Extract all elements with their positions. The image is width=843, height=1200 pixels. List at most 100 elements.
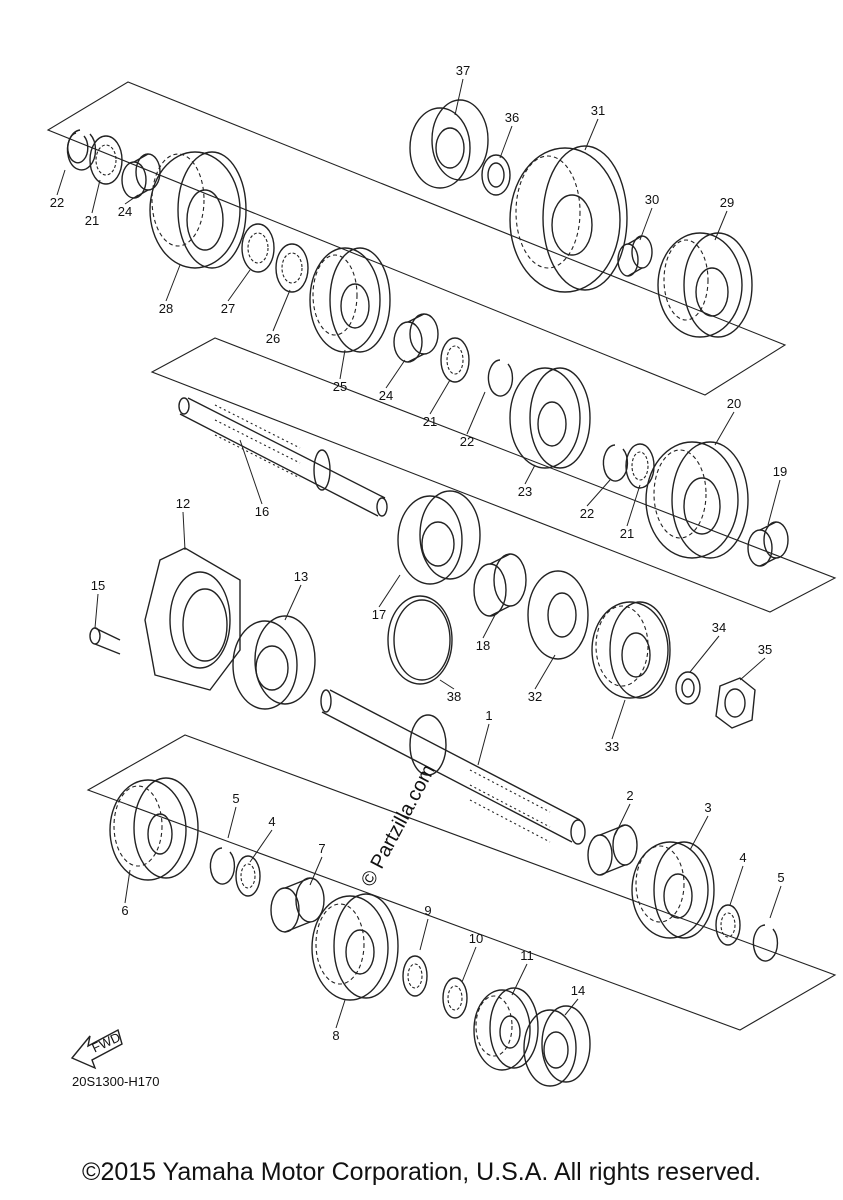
callout-leader xyxy=(714,411,735,446)
callout-number: 5 xyxy=(232,791,239,806)
part-35-nut xyxy=(715,677,756,729)
part-36-washer xyxy=(481,154,511,196)
middle-plate-outline xyxy=(150,337,837,613)
callout-number: 32 xyxy=(528,689,542,704)
callout-number: 13 xyxy=(294,569,308,584)
callout-number: 14 xyxy=(571,983,585,998)
callout-number: 3 xyxy=(704,800,711,815)
callout-leader xyxy=(466,391,486,435)
callout-leader xyxy=(729,865,744,906)
callout-leader xyxy=(182,511,186,551)
callout-leader xyxy=(91,179,101,214)
callout-number: 28 xyxy=(159,301,173,316)
callout-leader xyxy=(739,657,766,681)
callout-leader xyxy=(499,125,513,159)
part-12-bearing-housing xyxy=(144,547,241,691)
callout-leader xyxy=(419,918,429,951)
callout-leader xyxy=(482,614,496,639)
callout-leader xyxy=(611,699,626,740)
part-10-washer xyxy=(442,977,468,1019)
part-8-gear xyxy=(311,893,399,1001)
part-9-washer xyxy=(402,955,428,997)
part-1-drive-axle xyxy=(320,689,586,845)
drawing-code: 20S1300-H170 xyxy=(72,1074,160,1089)
callout-number: 35 xyxy=(758,642,772,657)
callout-leader xyxy=(564,998,579,1016)
callout-number: 7 xyxy=(318,841,325,856)
callout-number: 20 xyxy=(727,396,741,411)
callout-leader xyxy=(272,289,291,332)
callout-leader xyxy=(124,194,139,205)
callout-leader xyxy=(439,679,455,690)
lower-plate-outline xyxy=(86,734,837,1031)
callout-number: 16 xyxy=(255,504,269,519)
callout-number: 24 xyxy=(379,388,393,403)
part-33-sprocket xyxy=(591,601,671,699)
callout-number: 1 xyxy=(485,708,492,723)
callout-leader xyxy=(477,723,490,766)
callout-leader xyxy=(309,856,323,886)
callout-number: 21 xyxy=(620,526,634,541)
callout-number: 12 xyxy=(176,496,190,511)
callout-leader xyxy=(614,803,631,836)
callout-leader xyxy=(165,264,181,302)
callout-number: 33 xyxy=(605,739,619,754)
part-24-bearing-upper xyxy=(121,153,161,199)
part-5-circlip-right xyxy=(752,924,779,962)
part-38-circlip xyxy=(387,595,453,685)
callout-leader xyxy=(239,439,263,505)
part-18-collar xyxy=(473,553,527,617)
callout-leader xyxy=(339,349,346,380)
part-3-gear xyxy=(631,841,715,939)
part-11-gear xyxy=(473,987,539,1071)
part-22-circlip-upper xyxy=(66,129,97,171)
part-29-gear xyxy=(657,232,753,338)
callout-leader xyxy=(639,207,653,241)
part-22-circlip xyxy=(487,359,514,397)
callout-leader xyxy=(335,999,346,1029)
callout-leader xyxy=(454,78,464,116)
callout-leader xyxy=(249,829,273,863)
callout-number: 24 xyxy=(118,204,132,219)
callout-leader xyxy=(524,464,536,485)
part-31-gear xyxy=(509,145,628,293)
callout-leader xyxy=(689,815,709,851)
callout-leader xyxy=(461,946,477,983)
callout-number: 6 xyxy=(121,903,128,918)
part-4-washer-right xyxy=(715,904,741,946)
callout-number: 30 xyxy=(645,192,659,207)
callout-number: 31 xyxy=(591,103,605,118)
callout-number: 10 xyxy=(469,931,483,946)
part-34-washer xyxy=(675,671,701,705)
callout-leader xyxy=(714,210,728,241)
callout-leader xyxy=(511,963,528,996)
fwd-arrow-icon: FWD xyxy=(70,1028,123,1070)
callout-leader xyxy=(689,635,720,673)
part-27-washer xyxy=(241,223,275,273)
callout-leader xyxy=(94,593,99,629)
part-21-washer xyxy=(440,337,470,383)
callout-leader xyxy=(385,359,406,389)
callout-number: 9 xyxy=(424,903,431,918)
part-32-washer xyxy=(527,570,589,660)
callout-number: 2 xyxy=(626,788,633,803)
callout-number: 23 xyxy=(518,484,532,499)
part-2-collar xyxy=(587,824,638,876)
callout-number: 22 xyxy=(580,506,594,521)
callout-number: 27 xyxy=(221,301,235,316)
callout-number: 29 xyxy=(720,195,734,210)
part-20-gear xyxy=(645,441,749,559)
callout-leader xyxy=(534,654,556,690)
callout-number: 19 xyxy=(773,464,787,479)
part-6-gear xyxy=(109,777,199,881)
callout-leader xyxy=(227,806,237,839)
upper-plate-outline xyxy=(46,81,787,396)
callout-number: 11 xyxy=(520,948,534,963)
callout-number: 4 xyxy=(268,814,275,829)
part-24-bearing xyxy=(393,313,439,363)
callout-number: 21 xyxy=(85,213,99,228)
part-19-collar xyxy=(747,521,789,567)
callout-number: 22 xyxy=(460,434,474,449)
callout-leader xyxy=(227,269,251,302)
